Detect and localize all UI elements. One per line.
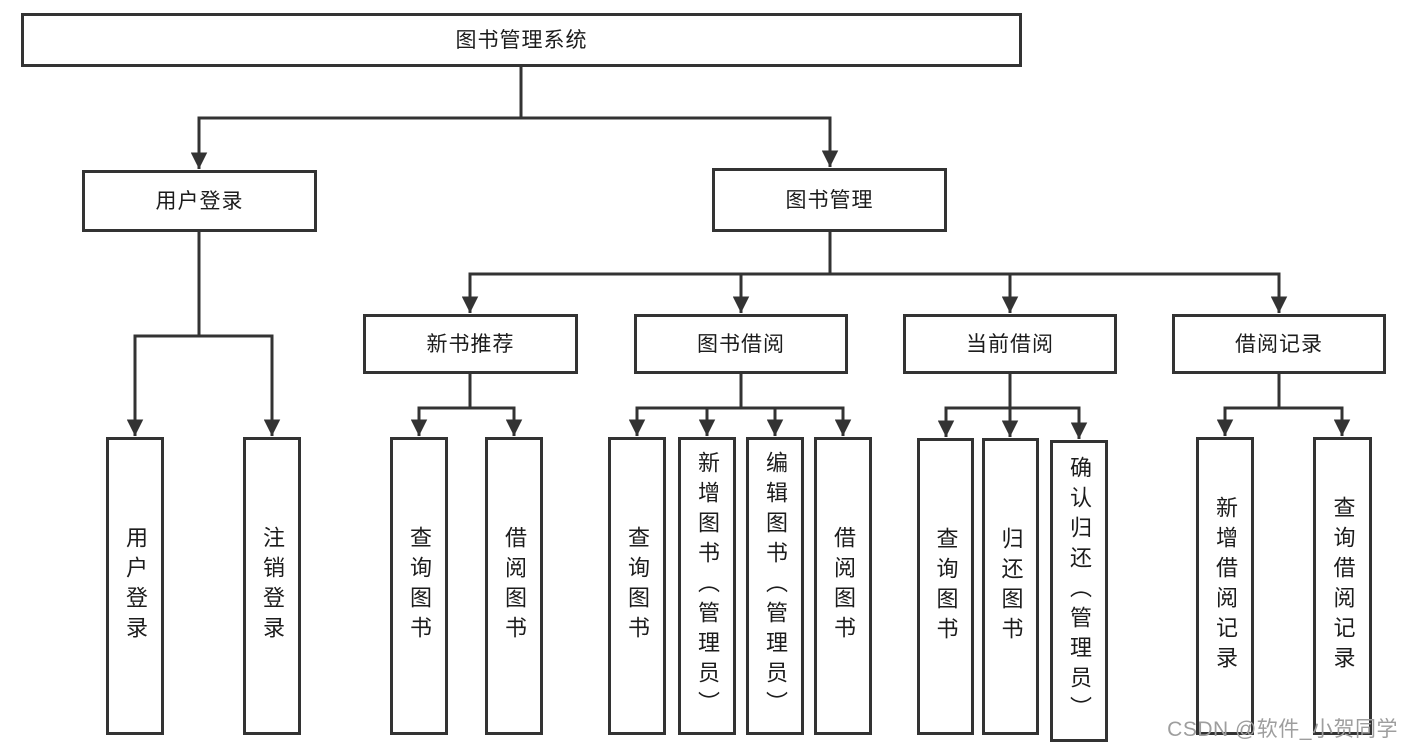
leaf-query-books-3: 查询图书 (917, 438, 974, 735)
leaf-return-book: 归还图书 (982, 438, 1039, 735)
node-label: 图书管理 (785, 188, 874, 212)
node-book-management: 图书管理 (712, 168, 947, 232)
node-current-borrow: 当前借阅 (903, 314, 1117, 374)
leaf-add-book-admin: 新增图书（管理员） (678, 437, 736, 735)
node-label: 新书推荐 (426, 332, 515, 356)
leaf-user-login: 用户登录 (106, 437, 164, 735)
node-borrow-record: 借阅记录 (1172, 314, 1386, 374)
leaf-label: 确认归还（管理员） (1067, 456, 1092, 726)
leaf-borrow-books-2: 借阅图书 (814, 437, 872, 735)
leaf-edit-book-admin: 编辑图书（管理员） (746, 437, 804, 735)
leaf-label: 查询图书 (933, 526, 959, 647)
leaf-add-borrow-record: 新增借阅记录 (1196, 437, 1254, 735)
leaf-label: 查询借阅记录 (1330, 496, 1356, 676)
node-label: 用户登录 (155, 189, 244, 213)
leaf-label: 编辑图书（管理员） (763, 451, 788, 721)
leaf-query-borrow-record: 查询借阅记录 (1313, 437, 1372, 735)
node-label: 借阅记录 (1235, 332, 1323, 356)
node-library-management-system: 图书管理系统 (21, 13, 1022, 67)
leaf-label: 用户登录 (123, 526, 148, 646)
leaf-logout: 注销登录 (243, 437, 301, 735)
leaf-label: 新增图书（管理员） (695, 451, 720, 721)
leaf-label: 查询图书 (407, 526, 432, 646)
leaf-borrow-books: 借阅图书 (485, 437, 543, 735)
leaf-label: 借阅图书 (831, 526, 856, 646)
node-label: 当前借阅 (966, 332, 1054, 356)
node-label: 图书管理系统 (455, 28, 588, 52)
node-new-book-recommend: 新书推荐 (363, 314, 578, 374)
node-user-login: 用户登录 (82, 170, 317, 232)
leaf-label: 借阅图书 (502, 526, 527, 646)
leaf-query-books-2: 查询图书 (608, 437, 666, 735)
leaf-query-books: 查询图书 (390, 437, 448, 735)
leaf-label: 新增借阅记录 (1213, 496, 1238, 676)
node-book-borrow: 图书借阅 (634, 314, 848, 374)
leaf-label: 查询图书 (625, 526, 650, 646)
leaf-label: 归还图书 (998, 526, 1024, 647)
node-label: 图书借阅 (697, 332, 785, 356)
leaf-confirm-return-admin: 确认归还（管理员） (1050, 440, 1108, 742)
csdn-watermark: CSDN @软件_小贺同学 (1167, 718, 1398, 741)
leaf-label: 注销登录 (260, 526, 285, 646)
